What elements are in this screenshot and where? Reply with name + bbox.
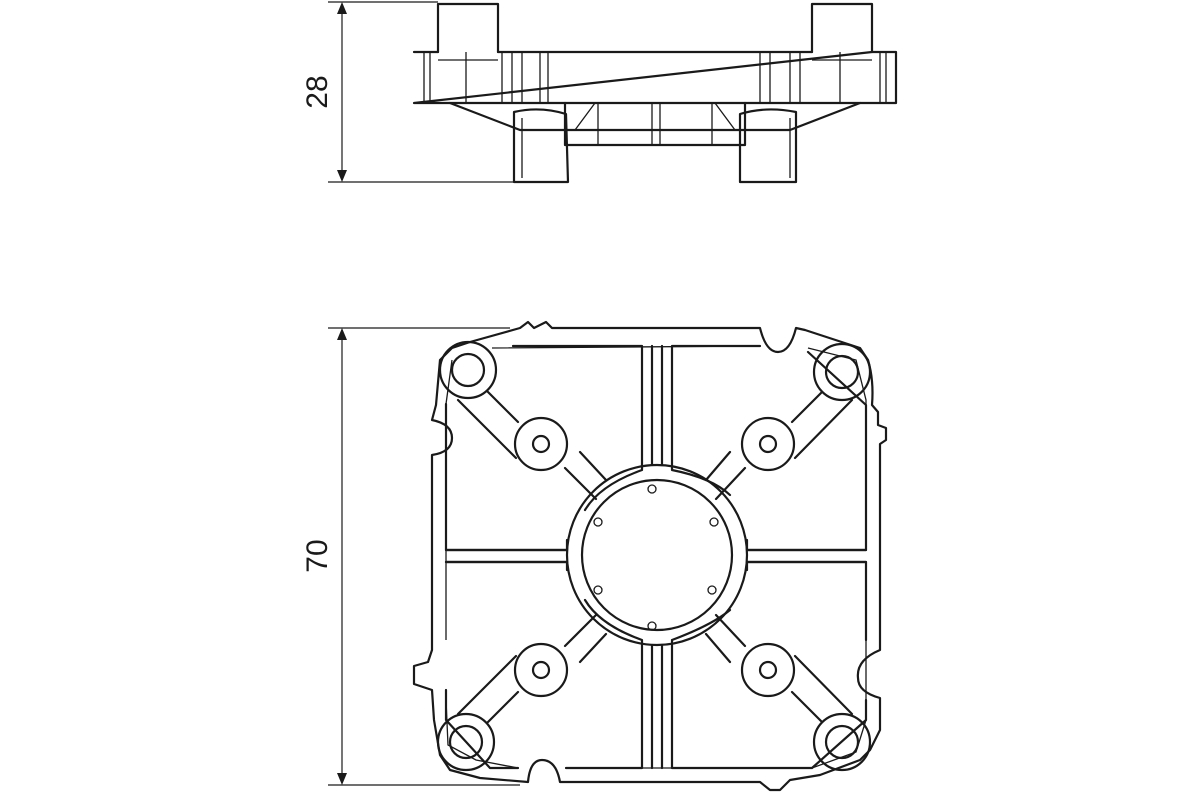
boss-top-right xyxy=(740,416,796,472)
width-dimension-label: 70 xyxy=(301,539,334,572)
width-dimension: 70 xyxy=(301,327,520,786)
corner-hole-bottom-left xyxy=(436,712,496,772)
cross-ribs xyxy=(444,344,868,770)
height-arrow-bottom xyxy=(337,170,347,182)
corner-hole-top-left xyxy=(438,340,498,400)
boss-bottom-left xyxy=(513,642,569,698)
height-dimension-label: 28 xyxy=(301,75,334,108)
side-view xyxy=(412,2,898,184)
width-arrow-top xyxy=(337,328,347,340)
diagonal-arms xyxy=(456,390,854,724)
boss-bottom-right xyxy=(740,642,796,698)
height-dimension: 28 xyxy=(301,1,514,183)
width-arrow-bottom xyxy=(337,773,347,785)
quadrant-frames xyxy=(444,344,868,770)
plan-view xyxy=(412,320,888,792)
outer-contour xyxy=(412,320,888,792)
boss-top-left xyxy=(513,416,569,472)
corner-hole-top-right xyxy=(812,342,872,402)
corner-hole-bottom-right xyxy=(812,712,872,772)
height-arrow-top xyxy=(337,2,347,14)
center-ring xyxy=(565,463,749,647)
